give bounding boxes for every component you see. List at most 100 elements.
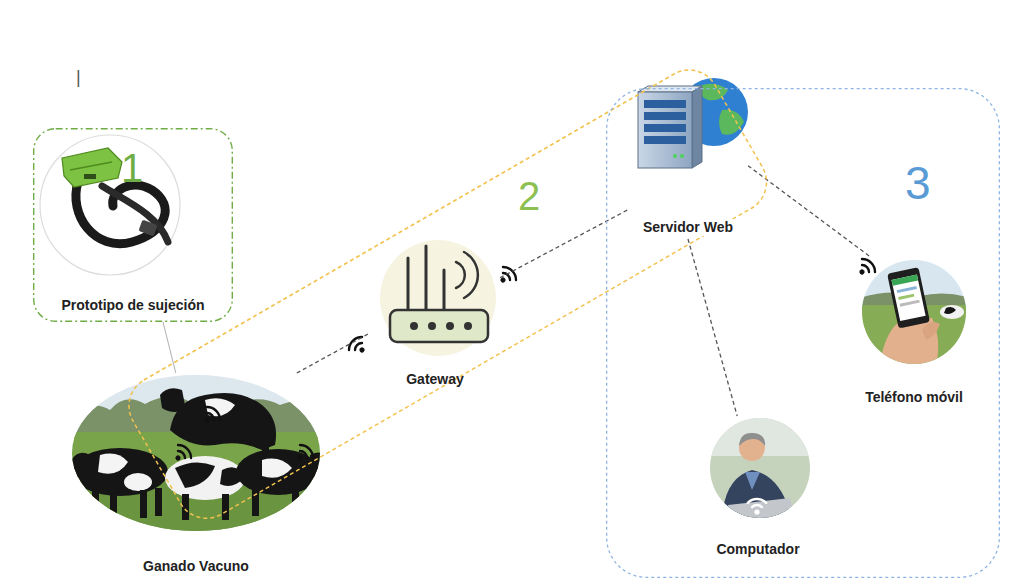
phone-picture-part-part: [944, 307, 956, 314]
cattle-picture-part-part: [182, 494, 189, 520]
phone-picture-part-part-part: [898, 294, 914, 300]
phone-picture-part-part-part: [891, 275, 918, 286]
label-line: Ganado Vacuno: [70, 557, 322, 575]
router-picture-part: [495, 264, 519, 288]
cattle-picture: [70, 373, 326, 535]
connector-line: [297, 333, 370, 373]
prototype-picture-part: [40, 135, 180, 275]
router-picture: [346, 240, 518, 358]
router-picture-part: [456, 262, 465, 288]
phone-picture: [854, 256, 970, 367]
label-holder: Gateway: [370, 370, 500, 388]
cattle-picture-part: [70, 373, 326, 535]
computer-picture: [708, 416, 812, 522]
router-picture-part: [446, 322, 454, 330]
cattle-picture-part: [199, 404, 223, 428]
computer-picture-part: [708, 416, 812, 522]
node-label: Gateway: [406, 371, 464, 388]
cattle-picture-part-part: [262, 459, 292, 478]
router-picture-part: [428, 322, 436, 330]
callout-number: 3: [905, 160, 931, 206]
gateway-node: Gateway: [370, 238, 500, 391]
callout-number-holder: 2: [518, 176, 540, 216]
callout-number: 2: [518, 176, 540, 216]
label-line: Computador: [706, 540, 810, 558]
computer-picture-part-part: [745, 472, 760, 490]
label-holder: Teléfono móvil: [858, 388, 970, 406]
cattle-picture-part-part: [222, 494, 229, 520]
router-picture-part: [425, 246, 428, 312]
cattle-picture-part-part: [252, 488, 259, 516]
cattle-picture-part-part: [124, 473, 152, 491]
cattle-picture-part-part: [175, 462, 215, 488]
cattle-node: Ganado Vacuno: [70, 373, 322, 578]
phone-node: Teléfono móvil: [858, 256, 970, 409]
server-node: Servidor Web: [628, 76, 748, 239]
router-picture-part: [380, 240, 496, 356]
server-picture-part: [638, 92, 692, 168]
router-picture-part: [390, 310, 488, 342]
server-picture-part: [673, 154, 677, 158]
server-picture-part: [644, 136, 686, 144]
router-picture-part: [410, 322, 418, 330]
router-picture-part: [443, 270, 446, 312]
phone-picture-part-part-part: [891, 275, 925, 321]
callout-number: 1: [121, 148, 143, 188]
cattle-picture-part-part: [70, 453, 90, 479]
cursor-mark: |: [76, 68, 81, 86]
region-label: Prototipo de sujeción: [61, 297, 204, 314]
label-line: Teléfono móvil: [858, 388, 970, 406]
label-holder: Ganado Vacuno: [70, 557, 322, 575]
cattle-picture-part-part: [110, 492, 117, 520]
cattle-picture-part-part: [70, 373, 324, 535]
computer-picture-part-part: [739, 433, 765, 446]
cattle-picture-part-part: [160, 388, 186, 412]
region-outline: [118, 59, 777, 529]
phone-picture-part: [860, 258, 970, 367]
server-picture: [638, 78, 748, 168]
phone-picture-part-part: [922, 322, 940, 340]
label-holder: Servidor Web: [628, 218, 748, 236]
prototype-picture-part: [62, 148, 122, 187]
region-outline: [110, 52, 786, 537]
router-picture-part: [407, 258, 410, 312]
server-picture-part: [719, 110, 744, 135]
cattle-picture-part-part: [170, 393, 276, 450]
cursor-mark-holder: |: [76, 68, 81, 87]
region-outline: [34, 129, 233, 322]
cattle-picture-part-part: [155, 488, 162, 516]
region-box: 1Prototipo de sujeción: [33, 128, 233, 322]
cattle-picture-part-part: [70, 432, 324, 535]
server-picture-part: [700, 84, 728, 101]
cattle-picture-part-part: [140, 490, 147, 518]
prototype-picture-part: [70, 162, 112, 170]
cattle-picture-part-part: [165, 456, 245, 500]
label-line: Gateway: [370, 370, 500, 388]
router-picture-part: [346, 334, 370, 358]
cattle-picture-part-part: [98, 454, 128, 474]
connector-line: [500, 210, 628, 278]
callout-number-holder: 1: [121, 148, 143, 188]
server-picture-part: [644, 100, 686, 108]
computer-picture-part-part: [708, 416, 812, 520]
region-label-holder: Prototipo de sujeción: [33, 296, 233, 314]
server-picture-part: [680, 154, 684, 158]
phone-picture-part-part: [940, 305, 964, 319]
computer-node: Computador: [706, 416, 810, 561]
cattle-picture-part-part: [92, 490, 99, 518]
server-picture-part: [692, 86, 702, 168]
connector-line: [688, 239, 737, 416]
cattle-picture-part-part: [292, 488, 299, 516]
phone-picture-part-part-part: [887, 267, 930, 328]
prototype-picture-part: [102, 186, 168, 242]
node-label: Ganado Vacuno: [143, 558, 249, 575]
node-label: Teléfono móvil: [865, 389, 963, 406]
region-outline: [606, 88, 1000, 578]
router-picture-part: [464, 252, 478, 298]
cattle-picture-part: [292, 442, 316, 466]
server-picture-part: [644, 124, 686, 132]
computer-picture-part: [748, 499, 766, 515]
cattle-picture-part: [170, 442, 194, 466]
phone-picture-part: [854, 256, 878, 280]
